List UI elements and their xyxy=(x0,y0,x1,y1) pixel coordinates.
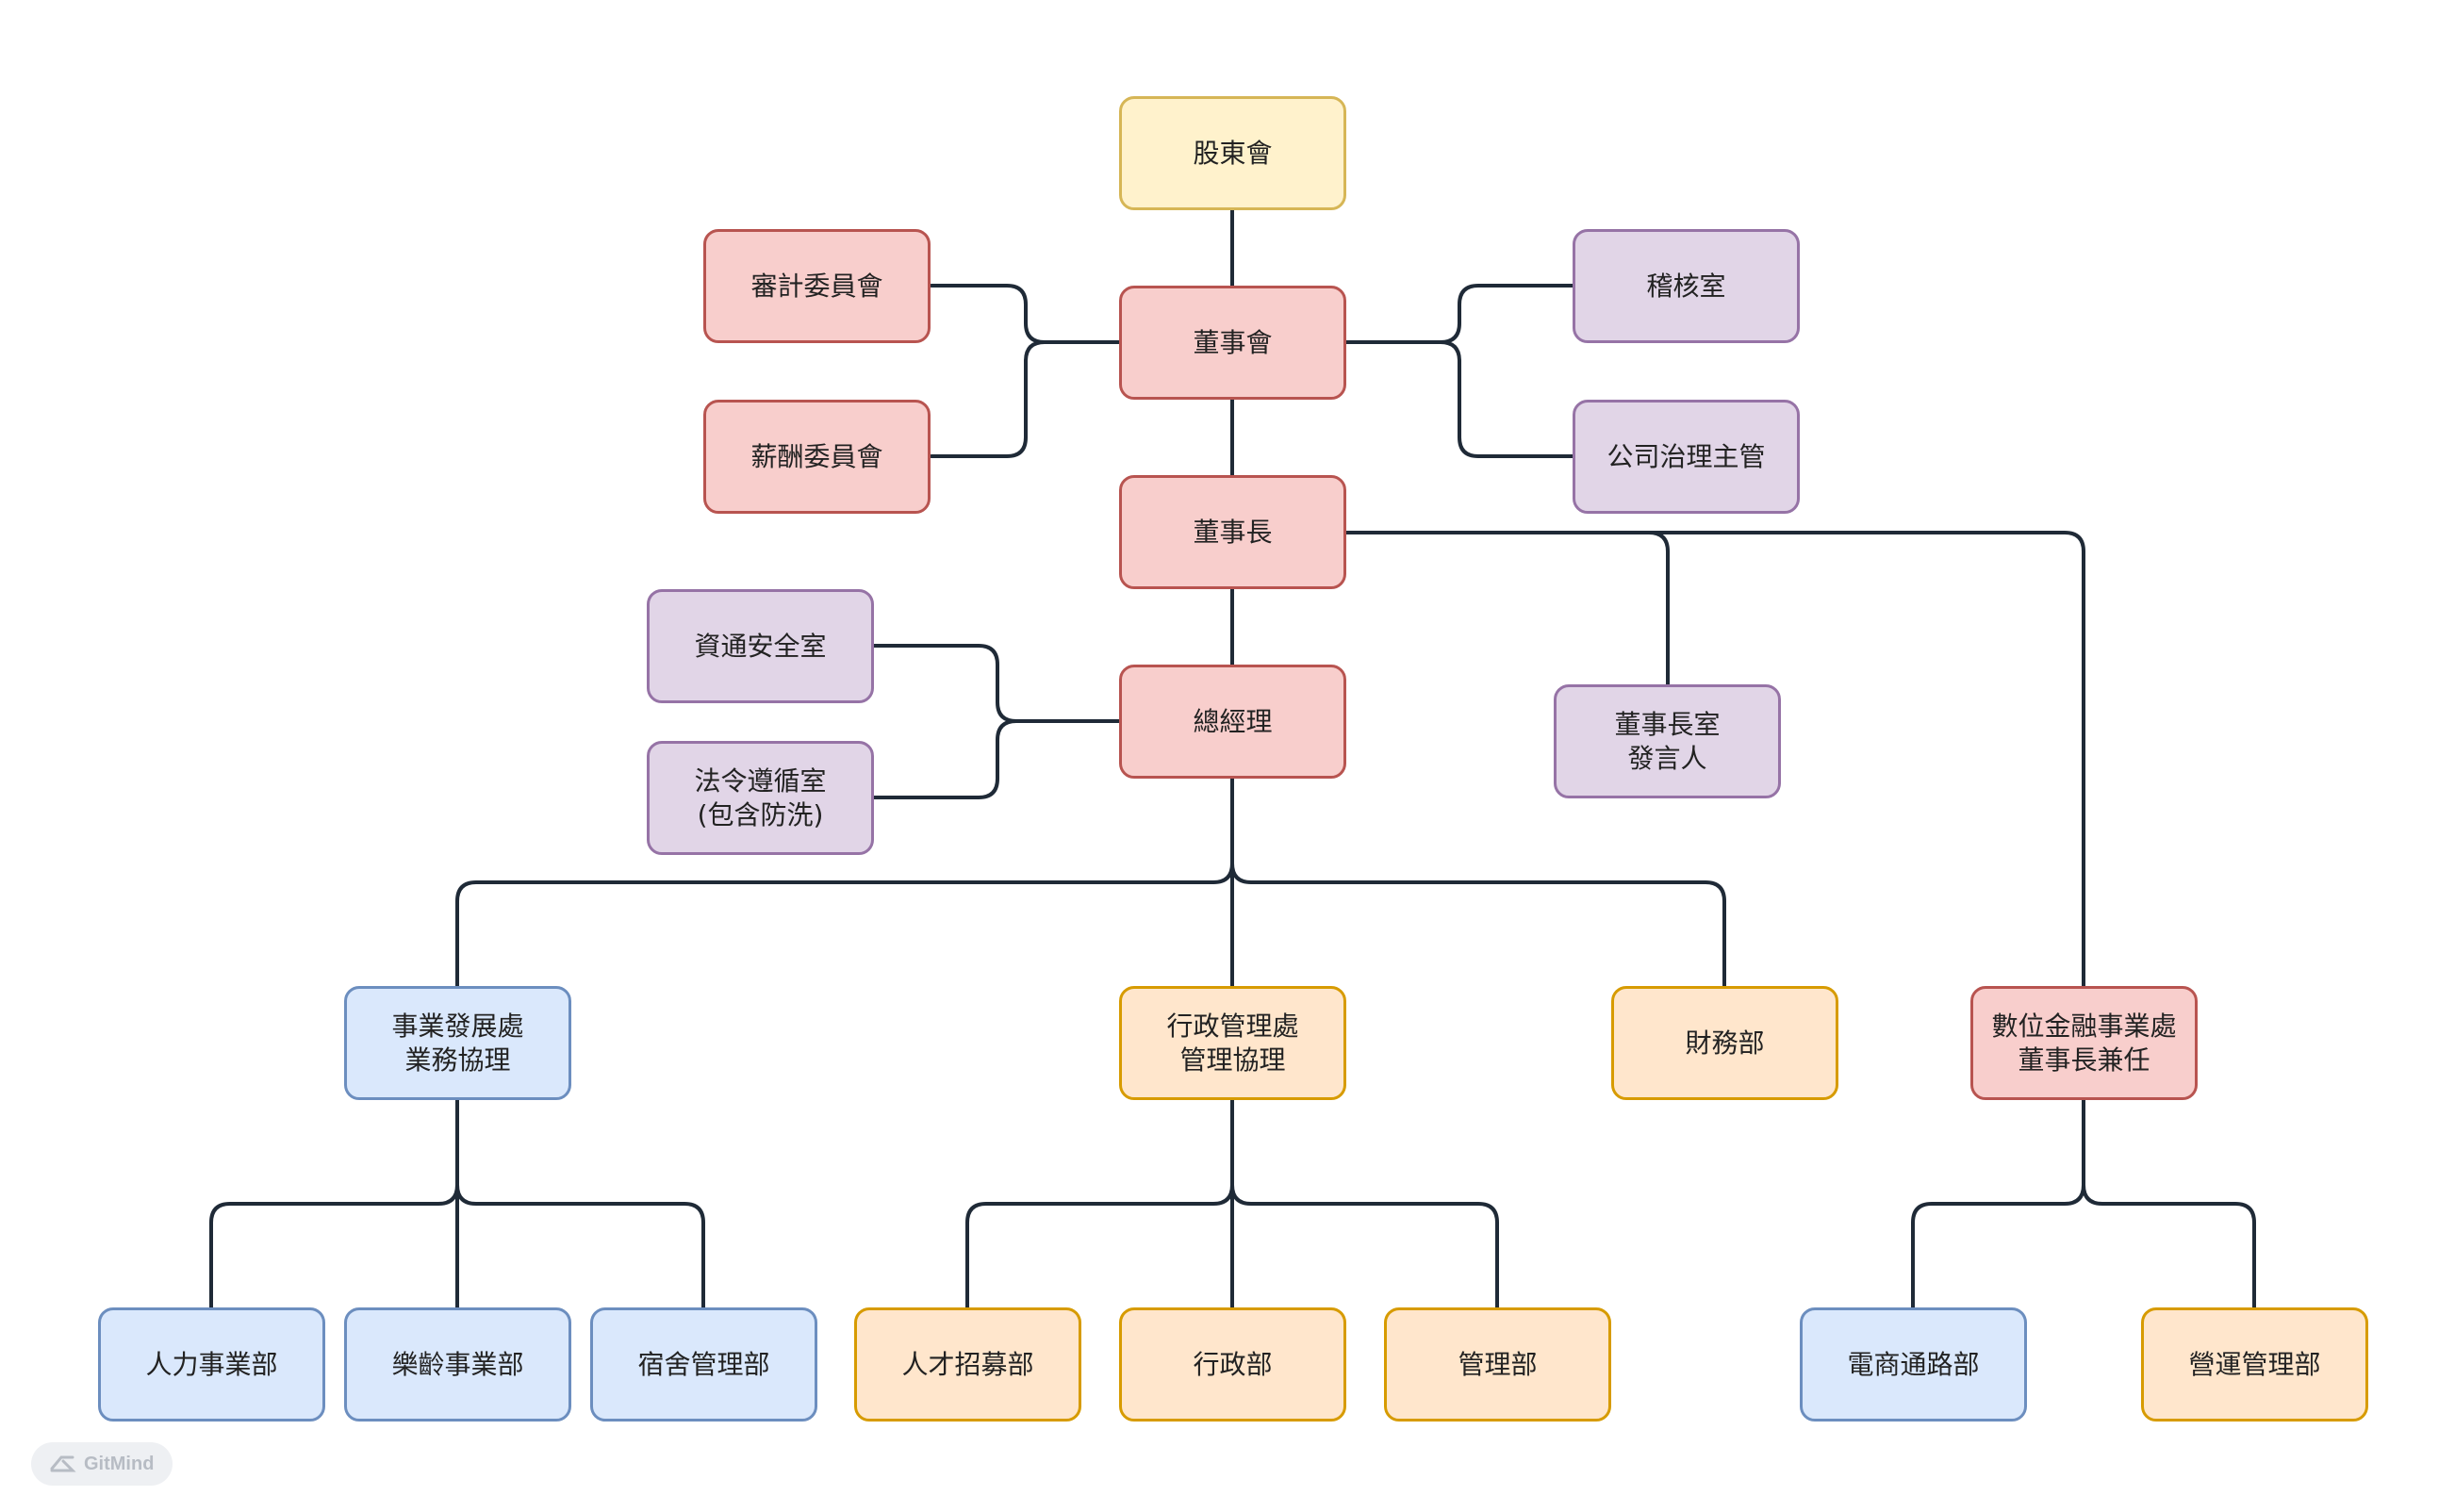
node-label: 薪酬委員會 xyxy=(750,440,883,472)
node-senior-business[interactable]: 樂齡事業部 xyxy=(344,1307,571,1422)
node-audit-committee[interactable]: 審計委員會 xyxy=(703,229,931,343)
node-label-line-2: 業務協理 xyxy=(404,1044,511,1076)
line-board-remuneration xyxy=(930,340,1120,458)
watermark-text: GitMind xyxy=(84,1453,155,1474)
node-label: 人力事業部 xyxy=(145,1348,278,1380)
line-digital-ecommerce xyxy=(1911,1098,2085,1309)
node-governance-officer[interactable]: 公司治理主管 xyxy=(1573,400,1800,514)
node-label-line-1: 董事長室 xyxy=(1614,708,1721,740)
node-chairman-office[interactable]: 董事長室 發言人 xyxy=(1554,684,1781,798)
node-label: 人才招募部 xyxy=(901,1348,1034,1380)
gitmind-logo-icon xyxy=(48,1454,76,1474)
line-chairman-digital xyxy=(1344,531,2085,988)
node-label: 公司治理主管 xyxy=(1606,440,1766,472)
node-hr-business[interactable]: 人力事業部 xyxy=(98,1307,325,1422)
node-dorm-mgmt[interactable]: 宿舍管理部 xyxy=(590,1307,817,1422)
node-label-line-2: 董事長兼任 xyxy=(2018,1044,2150,1076)
node-label-line-2: 管理協理 xyxy=(1179,1044,1286,1076)
line-admin-talent xyxy=(965,1098,1234,1309)
node-shareholders[interactable]: 股東會 xyxy=(1119,96,1346,210)
node-label: 宿舍管理部 xyxy=(637,1348,770,1380)
line-admin-management xyxy=(1230,1098,1499,1309)
node-label-line-2: 發言人 xyxy=(1627,742,1707,774)
line-gm-infosec xyxy=(872,644,1120,723)
node-label: 股東會 xyxy=(1193,137,1273,169)
node-business-dev[interactable]: 事業發展處 業務協理 xyxy=(344,986,571,1100)
node-label: 董事長 xyxy=(1193,516,1273,548)
node-board[interactable]: 董事會 xyxy=(1119,286,1346,400)
node-label-line-1: 行政管理處 xyxy=(1166,1010,1299,1042)
node-management[interactable]: 管理部 xyxy=(1384,1307,1611,1422)
node-label: 董事會 xyxy=(1193,326,1273,358)
node-label: 總經理 xyxy=(1193,705,1273,737)
node-label: 樂齡事業部 xyxy=(391,1348,524,1380)
node-operations-mgmt[interactable]: 營運管理部 xyxy=(2141,1307,2368,1422)
line-bizdev-hr xyxy=(209,1098,459,1309)
gitmind-watermark: GitMind xyxy=(31,1442,173,1486)
line-gm-finance xyxy=(1230,777,1726,988)
node-label-line-1: 數位金融事業處 xyxy=(1991,1010,2177,1042)
node-label-line-1: 事業發展處 xyxy=(391,1010,524,1042)
line-board-audit-committee xyxy=(930,284,1120,344)
node-label: 稽核室 xyxy=(1646,270,1726,302)
line-bizdev-dorm xyxy=(455,1098,705,1309)
node-general-manager[interactable]: 總經理 xyxy=(1119,665,1346,779)
node-audit-office[interactable]: 稽核室 xyxy=(1573,229,1800,343)
line-digital-operations xyxy=(2082,1098,2256,1309)
node-talent-recruit[interactable]: 人才招募部 xyxy=(854,1307,1081,1422)
node-label-line-1: 法令遵循室 xyxy=(694,764,827,797)
node-label-line-2: (包含防洗) xyxy=(697,798,824,830)
node-chairman[interactable]: 董事長 xyxy=(1119,475,1346,589)
line-chairman-office xyxy=(1344,531,1670,686)
node-label: 行政部 xyxy=(1193,1348,1273,1380)
node-label: 營運管理部 xyxy=(2188,1348,2321,1380)
node-administration[interactable]: 行政部 xyxy=(1119,1307,1346,1422)
node-label: 管理部 xyxy=(1458,1348,1538,1380)
node-compliance-office[interactable]: 法令遵循室 (包含防洗) xyxy=(647,741,874,855)
node-label: 電商通路部 xyxy=(1847,1348,1980,1380)
line-gm-compliance xyxy=(872,719,1120,799)
node-digital-finance[interactable]: 數位金融事業處 董事長兼任 xyxy=(1970,986,2198,1100)
node-ecommerce[interactable]: 電商通路部 xyxy=(1800,1307,2027,1422)
node-infosec-office[interactable]: 資通安全室 xyxy=(647,589,874,703)
node-finance[interactable]: 財務部 xyxy=(1611,986,1838,1100)
line-board-governance xyxy=(1344,340,1574,458)
node-label: 資通安全室 xyxy=(694,630,827,662)
node-label: 審計委員會 xyxy=(750,270,883,302)
line-board-audit-office xyxy=(1344,284,1574,344)
node-remuneration-committee[interactable]: 薪酬委員會 xyxy=(703,400,931,514)
node-admin-mgmt[interactable]: 行政管理處 管理協理 xyxy=(1119,986,1346,1100)
node-label: 財務部 xyxy=(1685,1027,1765,1059)
